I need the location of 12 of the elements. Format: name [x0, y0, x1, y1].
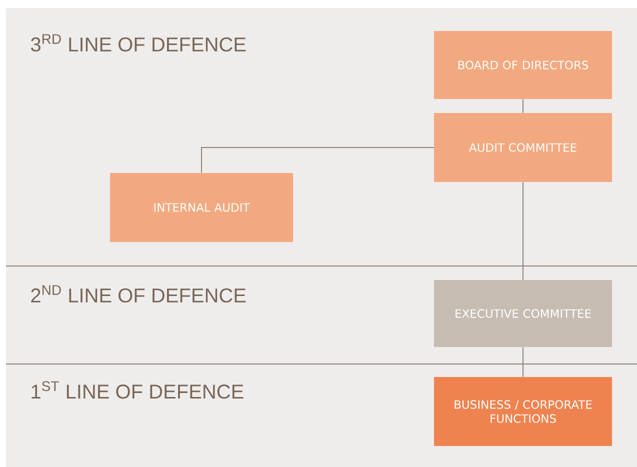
- org-box: AUDIT COMMITTEE: [434, 113, 612, 182]
- org-box: BUSINESS / CORPORATE FUNCTIONS: [434, 377, 612, 446]
- org-box: INTERNAL AUDIT: [110, 173, 293, 242]
- connector-line: [522, 98, 524, 114]
- connector-line: [201, 147, 434, 174]
- org-box: BOARD OF DIRECTORS: [434, 31, 612, 99]
- section-heading: 3$^{RD}$ LINE OF DEFENCE: [30, 34, 246, 52]
- connector-line: [522, 346, 524, 378]
- section-heading: 1$^{ST}$ LINE OF DEFENCE: [32, 381, 244, 399]
- org-box: EXECUTIVE COMMITTEE: [434, 280, 612, 347]
- section-heading: 2$^{ND}$ LINE OF DEFENCE: [31, 285, 246, 303]
- connector-line: [522, 182, 524, 280]
